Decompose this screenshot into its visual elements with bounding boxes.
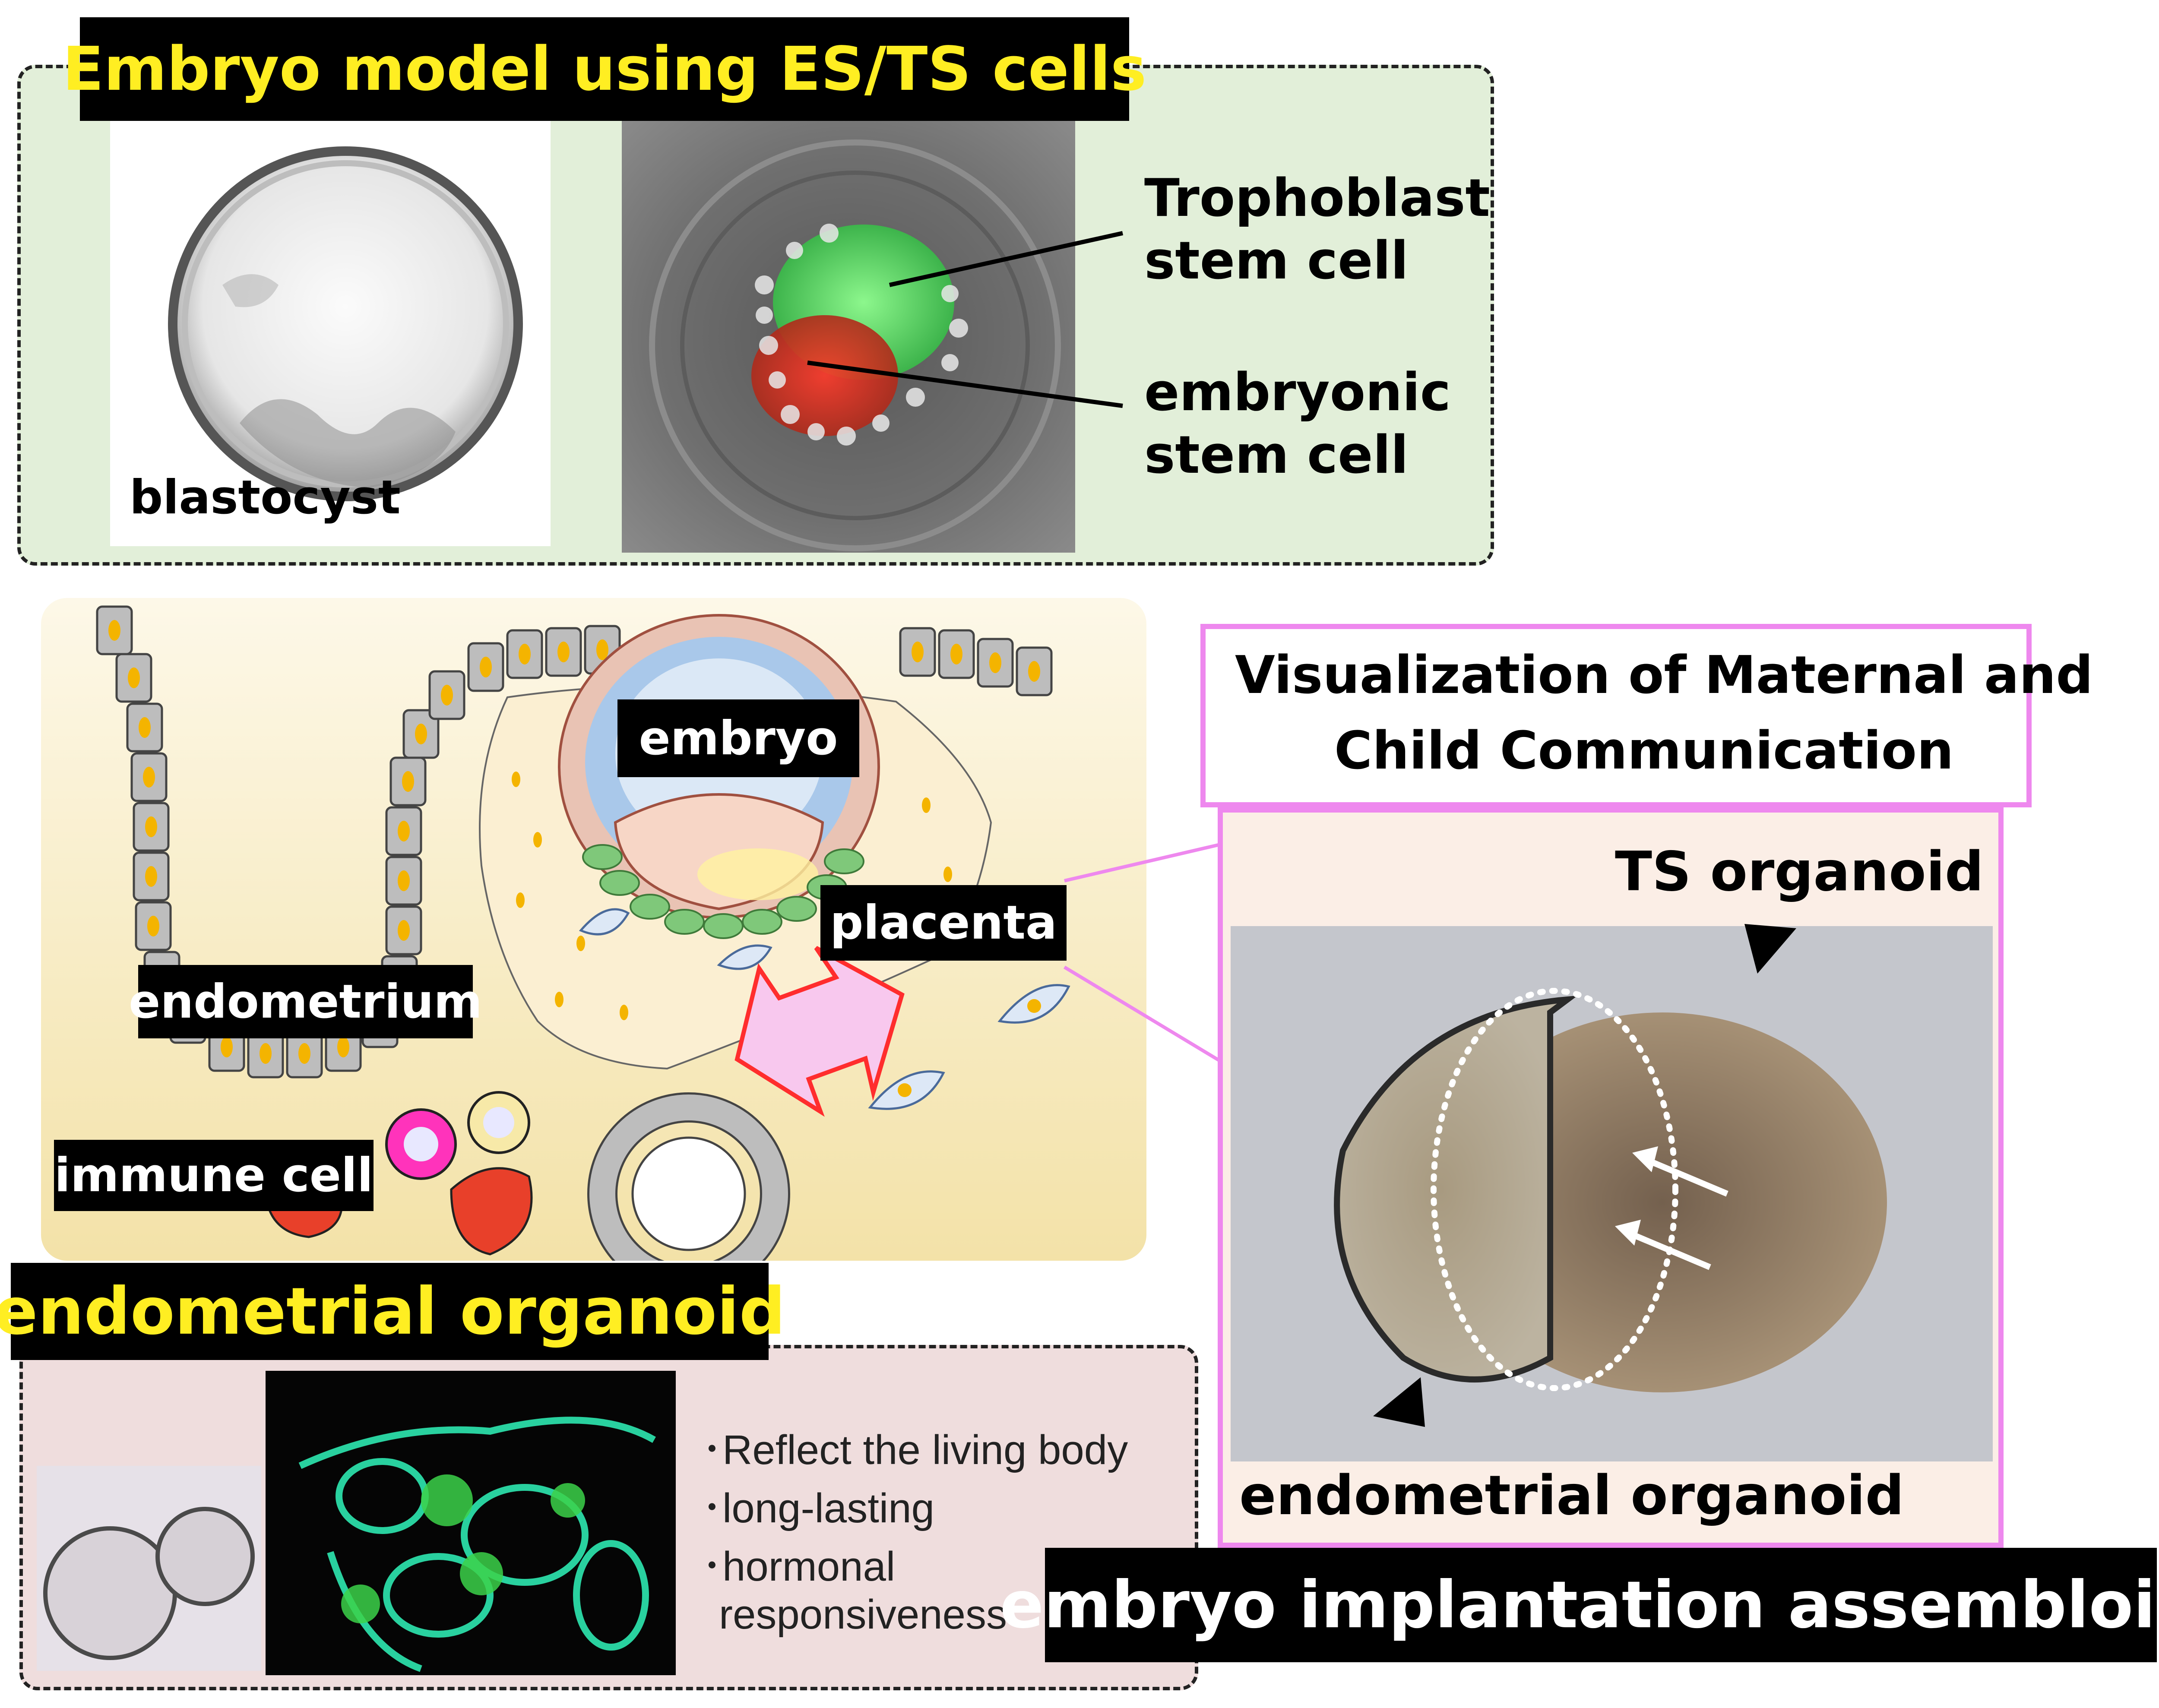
visualization-title-line2: Child Communication <box>1334 721 1954 781</box>
es-cell-label-line2: stem cell <box>1144 425 1409 485</box>
blastocyst-label: blastocyst <box>130 471 401 525</box>
bullet-item-3: ･hormonal <box>702 1533 895 1593</box>
bullet-item-1-text: Reflect the living body <box>722 1427 1128 1473</box>
endometrial-organoid-title-text: endometrial organoid <box>0 1274 786 1349</box>
ts-cell-label-line1: Trophoblast <box>1144 168 1490 228</box>
ts-organoid-arrowhead <box>1744 924 1796 974</box>
bullet-item-3-continued: responsiveness <box>719 1591 1007 1638</box>
visualization-title-box <box>1200 624 2032 807</box>
embryo-model-title: Embryo model using ES/TS cells <box>63 17 1146 121</box>
embryo-label: embryo <box>617 699 859 777</box>
bullet-item-2-text: long-lasting <box>722 1485 934 1531</box>
bullet-item-1: ･Reflect the living body <box>702 1416 1128 1476</box>
ts-es-pointer-lines <box>807 231 1124 408</box>
ts-cell-label-line2: stem cell <box>1144 231 1409 291</box>
es-ts-embryo-image <box>622 121 1075 553</box>
endometrial-organoid-image-label: endometrial organoid <box>1239 1464 1904 1527</box>
immune-cell-label: immune cell <box>54 1140 374 1211</box>
assembloid-image <box>1231 926 1993 1461</box>
organoid-brightfield-image <box>37 1466 261 1671</box>
visualization-title-line1: Visualization of Maternal and <box>1235 645 2093 705</box>
endometrial-organoid-title: endometrial organoid <box>0 1263 785 1360</box>
assembloid-label: embryo implantation assembloid <box>1000 1548 2159 1662</box>
endometrium-label: endometrium <box>129 965 482 1038</box>
endometrial-organoid-arrowhead <box>1373 1377 1425 1427</box>
bullet-marker-2: ･ <box>702 1485 722 1531</box>
placenta-label: placenta <box>820 885 1067 961</box>
bullet-marker-3: ･ <box>702 1544 722 1590</box>
bullet-item-2: ･long-lasting <box>702 1474 934 1534</box>
assembloid-label-text: embryo implantation assembloid <box>1000 1567 2159 1643</box>
bullet-item-3-text: hormonal <box>722 1544 896 1590</box>
blastocyst-image <box>110 121 551 546</box>
ts-organoid-label: TS organoid <box>1615 840 1984 903</box>
embryo-model-title-text: Embryo model using ES/TS cells <box>62 34 1147 104</box>
es-cell-label-line1: embryonic <box>1144 363 1451 423</box>
bullet-marker-1: ･ <box>702 1427 722 1473</box>
organoid-fluorescence-image <box>266 1371 676 1675</box>
